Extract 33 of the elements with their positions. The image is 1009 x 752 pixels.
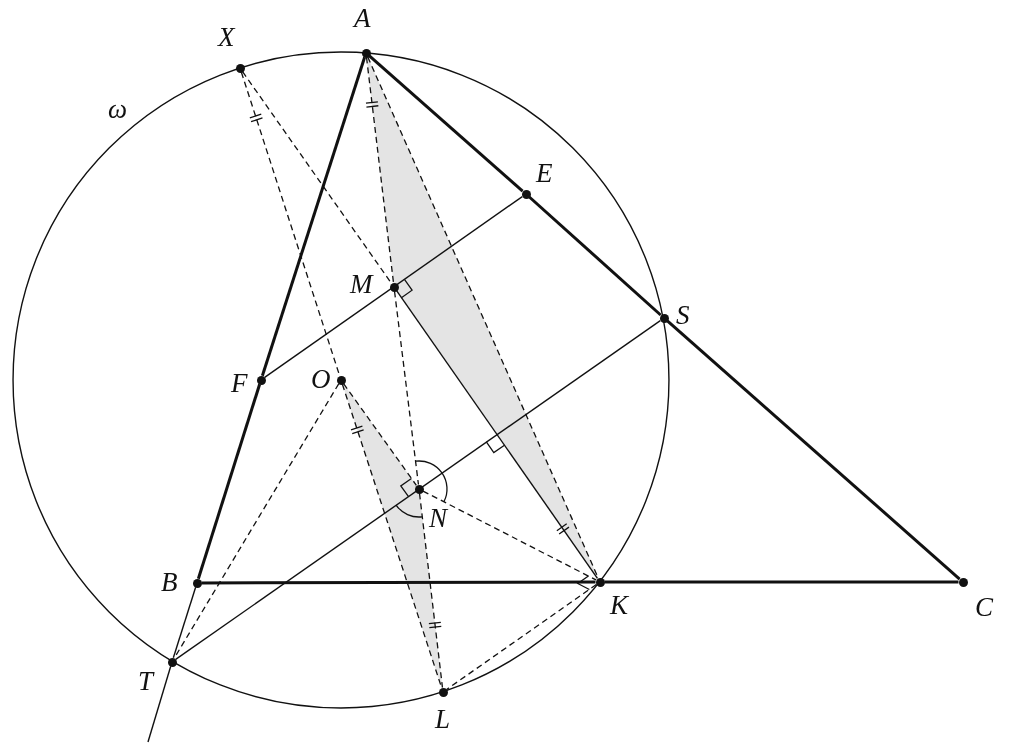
point-label: S [676,302,690,329]
point-label: T [138,668,154,695]
line-segment [196,383,262,580]
point-label: O [311,366,331,393]
point-label: A [354,5,371,32]
dashed-line [365,56,395,284]
point-label: X [218,24,235,51]
dashed-line [418,492,444,689]
point-label: N [429,505,447,532]
point-label: K [610,592,628,619]
line-segment [147,665,172,743]
circle-label: ω [108,96,128,123]
dashed-line [241,71,393,284]
point-label: L [435,706,451,733]
line-segment [260,56,367,377]
point-label: M [350,271,373,298]
point-label: E [536,160,553,187]
point-label: C [975,594,993,621]
line-segment [201,580,596,585]
line-segment [175,319,661,661]
dashed-line [393,290,420,486]
line-segment [368,54,524,193]
line-segment [604,580,959,584]
line-segment [395,290,599,579]
point-label: B [161,569,178,596]
point-label: F [231,370,248,397]
line-segment [264,195,524,379]
line-segment [172,586,197,659]
dashed-line [446,583,597,691]
line-segment [528,195,662,317]
line-segment [666,319,961,581]
dashed-line [422,490,597,581]
dashed-line [342,383,418,486]
